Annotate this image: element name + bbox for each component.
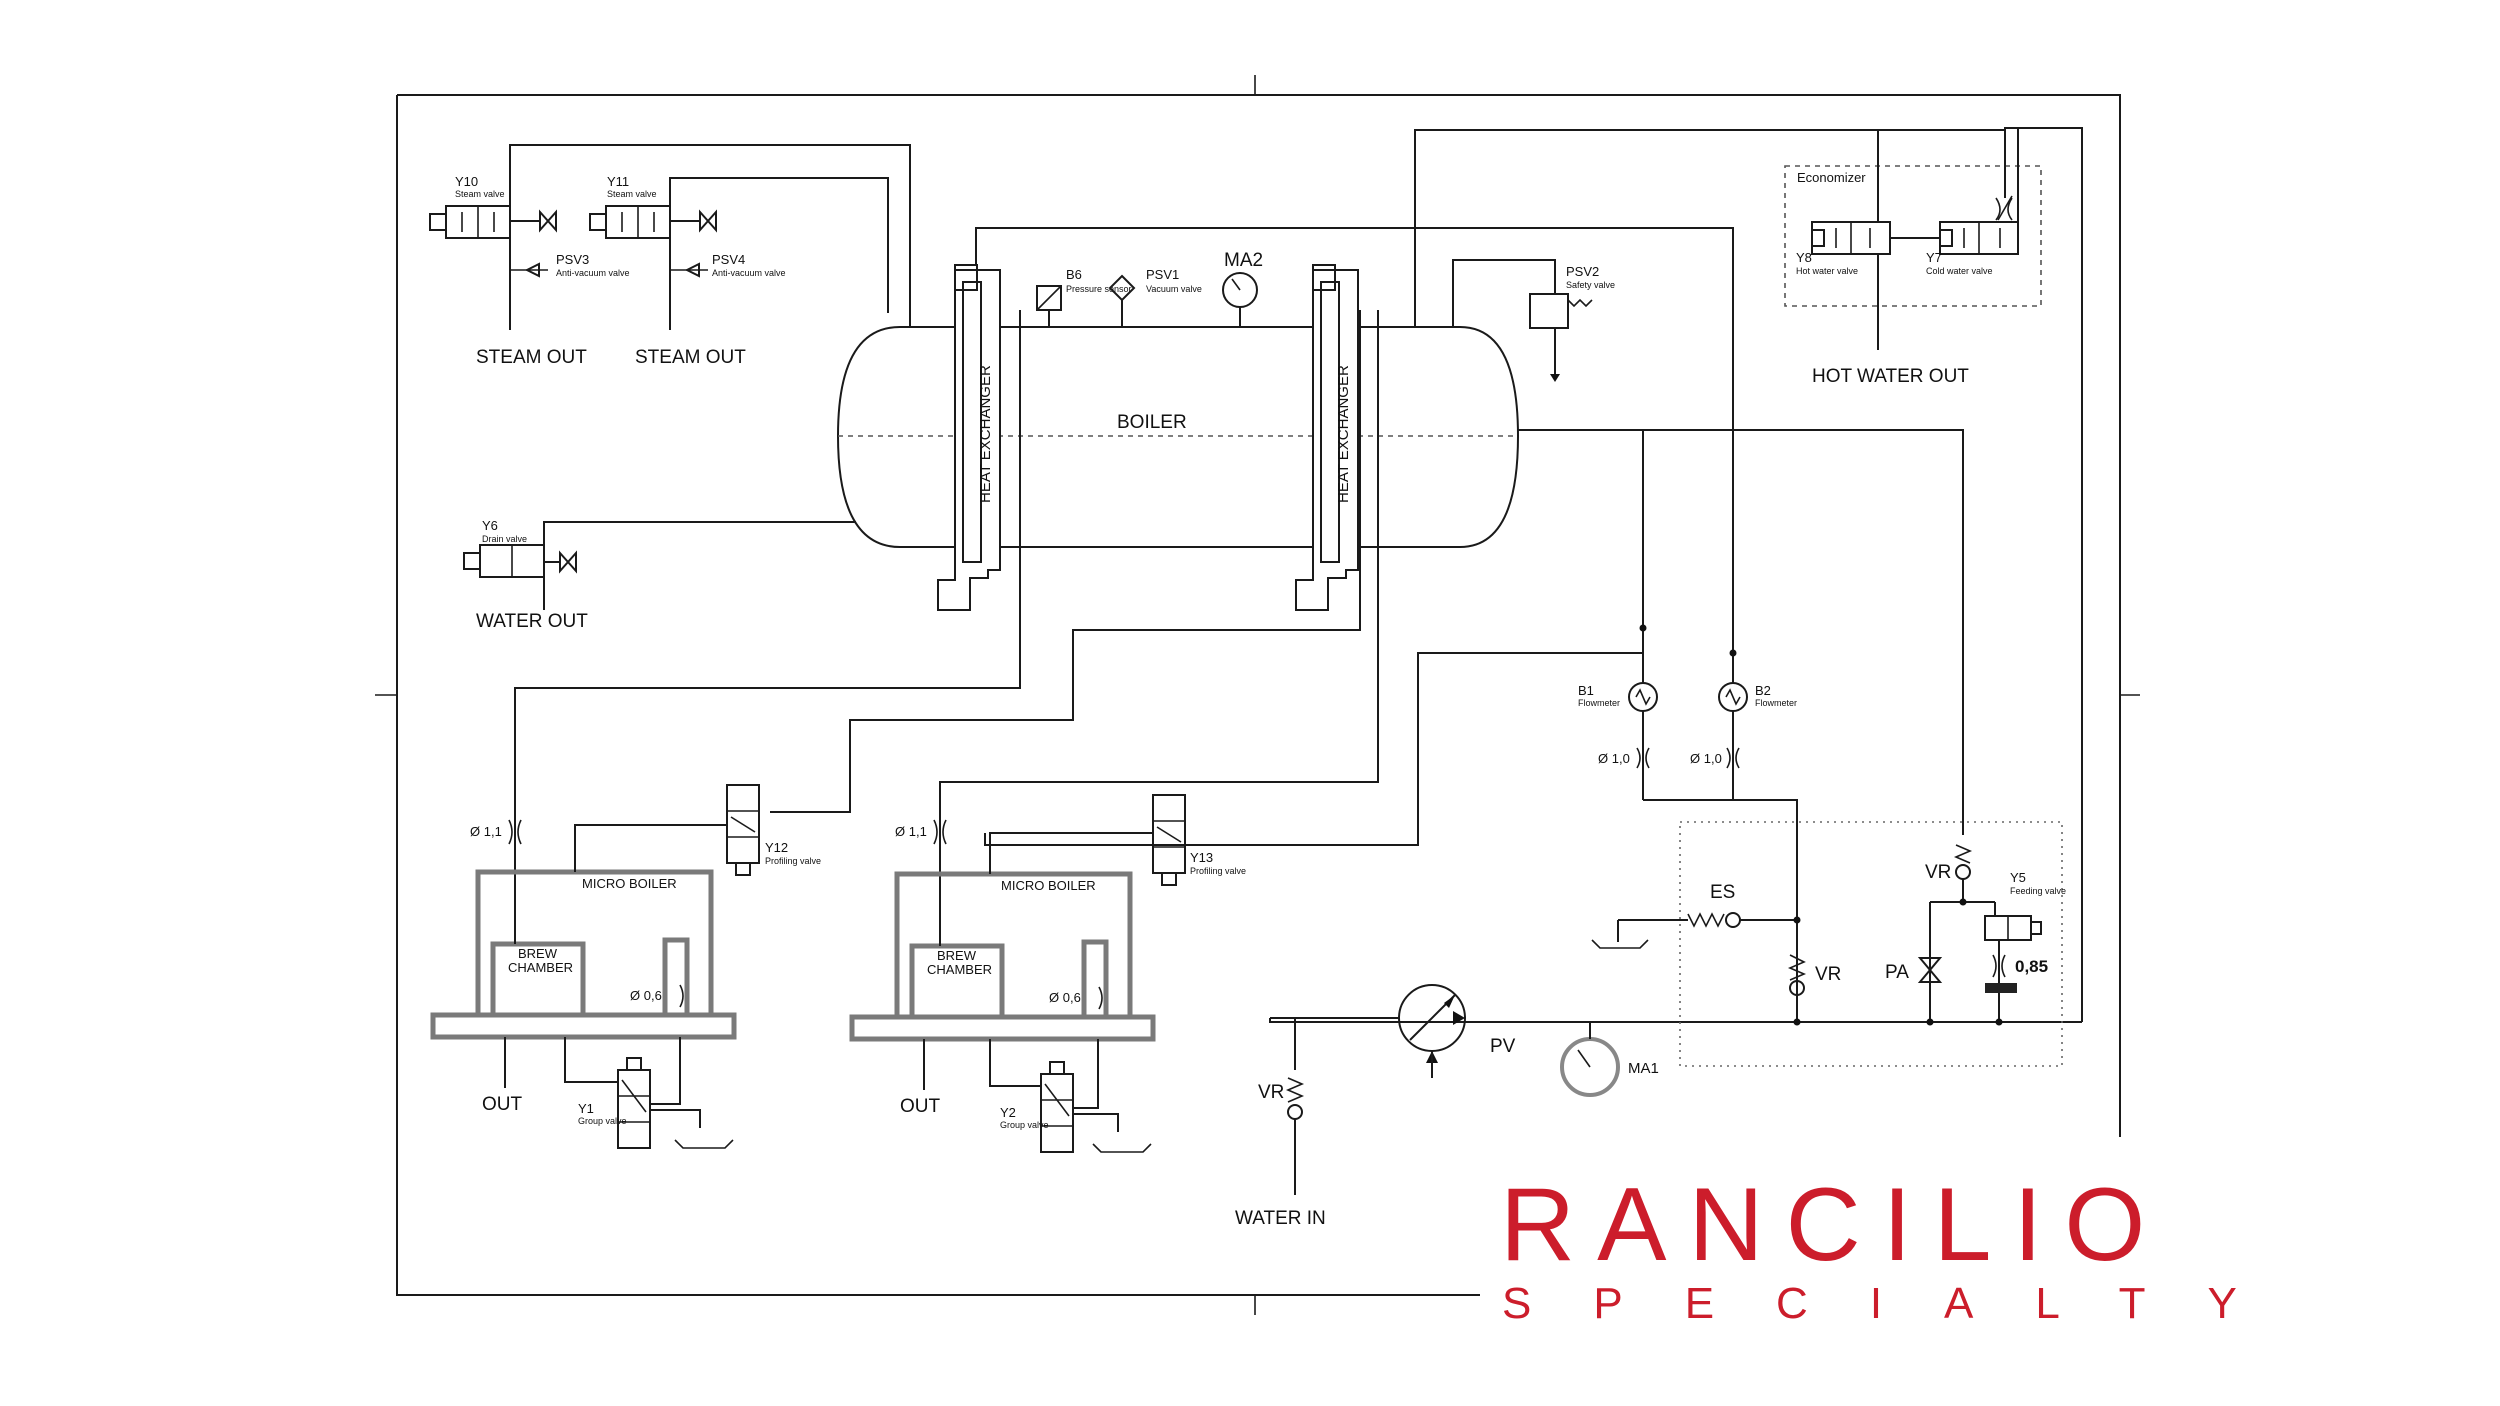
pressure-sensor-b6: B6 Pressure sensor <box>1036 267 1132 327</box>
heat-exchanger-2-label: HEAT EXCHANGER <box>1335 365 1352 503</box>
water-inlet: VR WATER IN <box>1235 1017 1399 1229</box>
b2-name: Flowmeter <box>1755 698 1797 708</box>
flowmeter-b1: B1 Flowmeter Ø 1,0 <box>1578 630 1798 1022</box>
b1-name: Flowmeter <box>1578 698 1620 708</box>
y2-code: Y2 <box>1000 1105 1016 1120</box>
drawing-frame <box>375 75 2140 1315</box>
y5-code: Y5 <box>2010 870 2026 885</box>
steam-valve-y11: Y11 Steam valve PSV4 Anti-vacuum valve S… <box>589 174 889 368</box>
b2-orifice: Ø 1,0 <box>1690 751 1722 766</box>
es-label: ES <box>1710 882 1735 903</box>
y1-name: Group valve <box>578 1116 627 1126</box>
ma2-label: MA2 <box>1224 250 1263 271</box>
heat-exchanger-2: HEAT EXCHANGER <box>1295 264 1359 611</box>
pv-label: PV <box>1490 1036 1516 1057</box>
group1-out: OUT <box>482 1094 523 1115</box>
brand-line1: RANCILIO <box>1500 1167 2167 1283</box>
y11-code: Y11 <box>607 174 629 189</box>
flowmeter-b2: B2 Flowmeter Ø 1,0 <box>1690 653 1797 800</box>
heat-exchanger-1: HEAT EXCHANGER <box>937 264 1001 611</box>
y8-code: Y8 <box>1796 250 1812 265</box>
group2-brew-2: CHAMBER <box>927 962 992 977</box>
y7-code: Y7 <box>1926 250 1942 265</box>
b1-code: B1 <box>1578 683 1594 698</box>
b2-code: B2 <box>1755 683 1771 698</box>
y12-name: Profiling valve <box>765 856 821 866</box>
group2-brew-1: BREW <box>937 948 977 963</box>
vacuum-valve-psv1: PSV1 Vacuum valve <box>1108 267 1202 327</box>
psv3-code: PSV3 <box>556 252 589 267</box>
y6-name: Drain valve <box>482 534 527 544</box>
heat-exchanger-1-label: HEAT EXCHANGER <box>977 365 994 503</box>
psv1-code: PSV1 <box>1146 267 1179 282</box>
water-out: WATER OUT <box>476 611 588 632</box>
group2-orifice-in: Ø 1,1 <box>895 824 927 839</box>
drain-valve-y6: Y6 Drain valve WATER OUT <box>463 518 856 632</box>
psv3-name: Anti-vacuum valve <box>556 268 630 278</box>
feeding-block: ES VR VR PA Y5 Feeding valve 0,85 <box>1591 624 2066 1067</box>
group1-orifice-in: Ø 1,1 <box>470 824 502 839</box>
y11-name: Steam valve <box>607 189 657 199</box>
group2-orifice-small: Ø 0,6 <box>1049 990 1081 1005</box>
psv1-name: Vacuum valve <box>1146 284 1202 294</box>
water-in-label: WATER IN <box>1235 1208 1326 1229</box>
steam-valve-y10: Y10 Steam valve PSV3 Anti-vacuum valve S… <box>429 144 911 368</box>
psv2-code: PSV2 <box>1566 264 1599 279</box>
y10-code: Y10 <box>455 174 478 189</box>
psv4-code: PSV4 <box>712 252 745 267</box>
vr-check-1: VR <box>1815 964 1841 985</box>
pump-pv: PV <box>1398 984 1516 1078</box>
steam-out-2: STEAM OUT <box>635 347 746 368</box>
steam-out-1: STEAM OUT <box>476 347 587 368</box>
pa-label: PA <box>1885 962 1909 983</box>
rancilio-logo: RANCILIO SPECIALTY <box>1500 1167 2299 1328</box>
y12-code: Y12 <box>765 840 788 855</box>
vr-check-2: VR <box>1925 862 1951 883</box>
group-2: Ø 1,1 MICRO BOILER BREW CHAMBER Ø 0,6 OU… <box>849 794 1246 1153</box>
group1-orifice-small: Ø 0,6 <box>630 988 662 1003</box>
safety-valve-psv2: PSV2 Safety valve <box>1452 259 1615 382</box>
brand-line2: SPECIALTY <box>1502 1279 2299 1328</box>
group2-out: OUT <box>900 1096 941 1117</box>
vr-water-in: VR <box>1258 1082 1284 1103</box>
y7-name: Cold water valve <box>1926 266 1993 276</box>
b6-name: Pressure sensor <box>1066 284 1132 294</box>
group1-micro-boiler: MICRO BOILER <box>582 876 677 891</box>
b1-orifice: Ø 1,0 <box>1598 751 1630 766</box>
pressure-gauge-ma1: MA1 <box>1560 1022 1659 1097</box>
economizer: Economizer Y8 Hot water valve Y7 Cold wa… <box>1784 165 2042 387</box>
ma1-label: MA1 <box>1628 1060 1659 1077</box>
y5-orifice: 0,85 <box>2015 957 2048 976</box>
hot-water-out: HOT WATER OUT <box>1812 366 1969 387</box>
group1-brew-1: BREW <box>518 946 558 961</box>
psv4-name: Anti-vacuum valve <box>712 268 786 278</box>
group-1: Ø 1,1 MICRO BOILER BREW CHAMBER Ø 0,6 OU… <box>430 784 821 1149</box>
y5-name: Feeding valve <box>2010 886 2066 896</box>
group2-micro-boiler: MICRO BOILER <box>1001 878 1096 893</box>
pressure-gauge-ma2: MA2 <box>1222 250 1263 327</box>
y8-name: Hot water valve <box>1796 266 1858 276</box>
boiler-label: BOILER <box>1117 412 1187 433</box>
y13-name: Profiling valve <box>1190 866 1246 876</box>
y10-name: Steam valve <box>455 189 505 199</box>
y2-name: Group valve <box>1000 1120 1049 1130</box>
group1-brew-2: CHAMBER <box>508 960 573 975</box>
psv2-name: Safety valve <box>1566 280 1615 290</box>
y1-code: Y1 <box>578 1101 594 1116</box>
b6-code: B6 <box>1066 267 1082 282</box>
boiler: BOILER <box>836 326 1520 548</box>
economizer-title: Economizer <box>1797 170 1866 185</box>
y6-code: Y6 <box>482 518 498 533</box>
y13-code: Y13 <box>1190 850 1213 865</box>
